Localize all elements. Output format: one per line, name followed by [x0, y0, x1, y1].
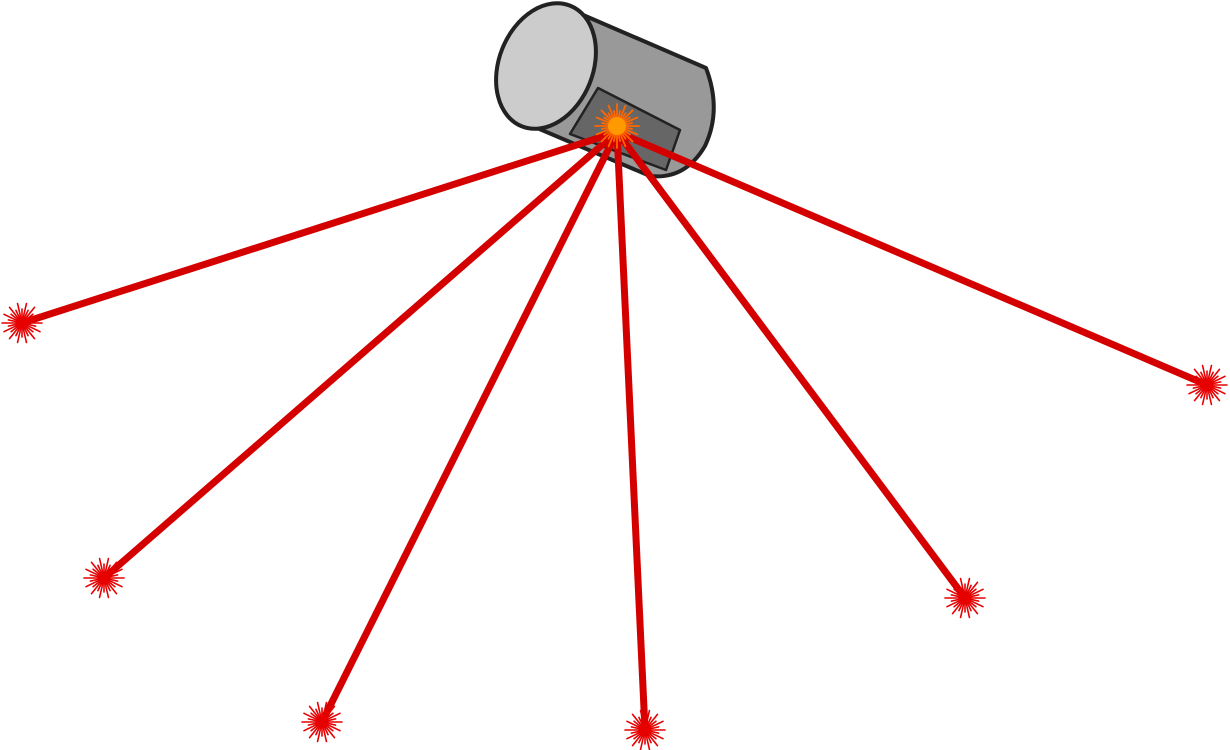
laser-spark-icon: [301, 701, 343, 743]
laser-beams: [18, 128, 1211, 734]
laser-spark-group: [1, 302, 1228, 750]
laser-beam: [18, 128, 621, 327]
emitter-core: [608, 117, 626, 135]
laser-beam: [613, 128, 649, 734]
laser-emitter-icon: [594, 103, 640, 149]
laser-spark-icon: [624, 709, 666, 750]
laser-beam: [613, 128, 969, 602]
laser-spark-icon: [944, 577, 986, 619]
laser-beam: [613, 128, 1211, 389]
scanner-front-face: [494, 1, 598, 131]
laser-spark-icon: [1186, 364, 1228, 406]
laser-spark-icon: [1, 302, 43, 344]
laser-beam: [100, 128, 621, 582]
laser-beam: [318, 128, 621, 726]
laser-spark-icon: [83, 557, 125, 599]
